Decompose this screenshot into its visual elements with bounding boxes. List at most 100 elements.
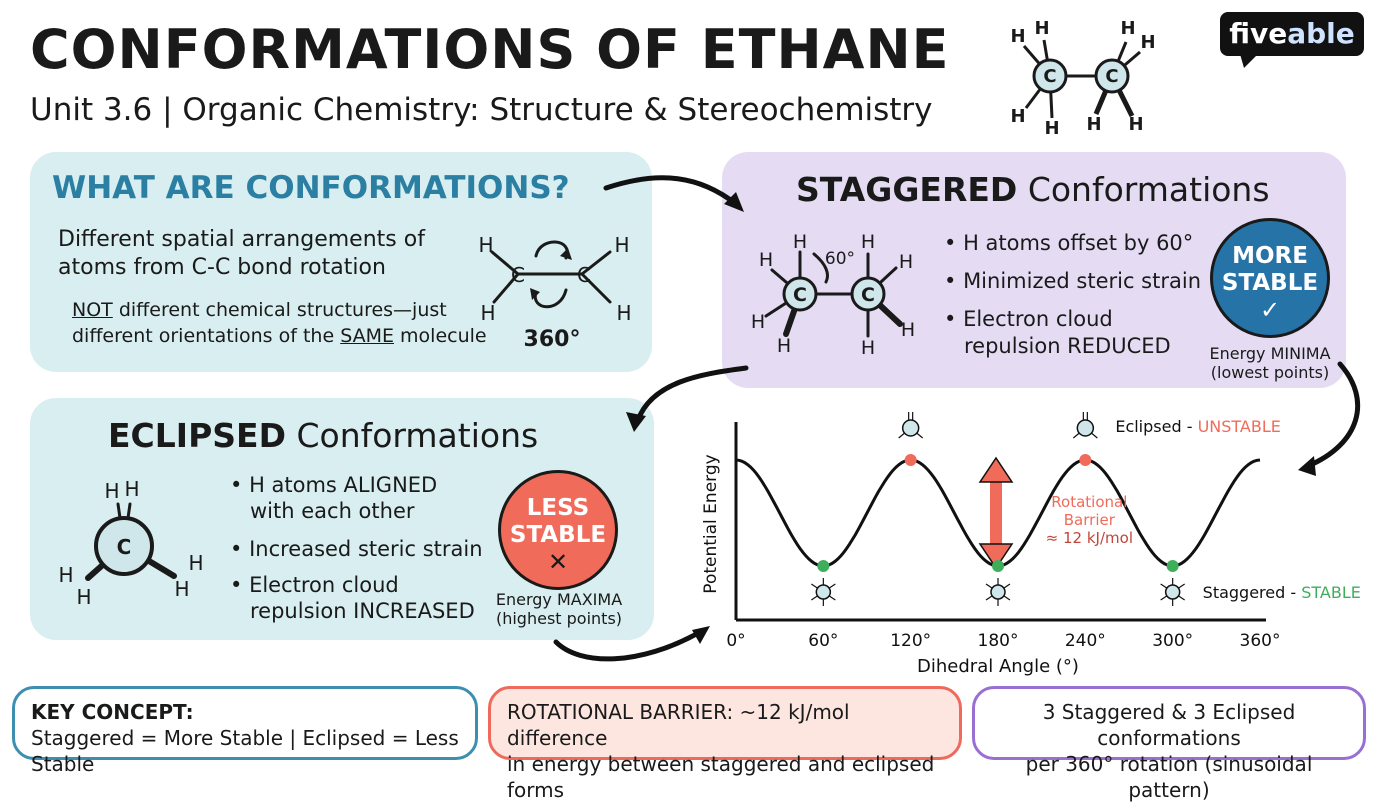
newman-part xyxy=(1178,595,1185,601)
hydrogen-label: H xyxy=(751,311,765,333)
key-concept-box: KEY CONCEPT: Staggered = More Stable | E… xyxy=(12,686,478,776)
energy-line: Energy MINIMA xyxy=(1209,344,1331,363)
bullet-text: H atoms ALIGNED xyxy=(249,473,438,497)
eclipsed-bullet: • Increased steric strain xyxy=(230,537,483,561)
label-part: STABLE xyxy=(1301,583,1361,602)
newman-part xyxy=(990,584,1006,600)
eclipsed-heading-bold: ECLIPSED xyxy=(108,416,286,455)
badge-line: LESS xyxy=(526,495,590,521)
page-title: CONFORMATIONS OF ETHANE xyxy=(30,18,950,81)
staggered-stable-label: Staggered - STABLE xyxy=(1203,583,1361,602)
badge-line: STABLE xyxy=(1221,270,1319,296)
eclipsed-bullet: • H atoms ALIGNED xyxy=(230,473,438,497)
hydrogen-label: H xyxy=(861,337,875,359)
barrier-label: Rotational xyxy=(1051,493,1127,511)
what-heading: WHAT ARE CONFORMATIONS? xyxy=(52,170,570,206)
newman-part xyxy=(1090,432,1098,439)
energy-maximum-point xyxy=(904,454,917,466)
x-tick-label: 360° xyxy=(1240,631,1281,651)
note-text: molecule xyxy=(394,325,487,347)
energy-minimum-point xyxy=(992,560,1004,572)
label-part: Staggered - xyxy=(1203,583,1302,602)
staggered-bullet: • Electron cloud xyxy=(944,307,1113,331)
count-text: per 360° rotation (sinusoidal pattern) xyxy=(1025,752,1313,802)
newman-part xyxy=(829,583,836,589)
hydrogen-label: H xyxy=(124,477,139,501)
barrier-text: in energy between staggered and eclipsed… xyxy=(507,752,935,802)
cross-icon: ✕ xyxy=(547,548,569,576)
carbon-label: C xyxy=(511,263,525,287)
x-tick-label: 300° xyxy=(1152,631,1193,651)
what-line-1: Different spatial arrangements of xyxy=(58,227,425,252)
staggered-bullet: • H atoms offset by 60° xyxy=(944,231,1194,255)
eclipsed-heading-rest: Conformations xyxy=(285,416,539,455)
energy-minimum-point xyxy=(1166,560,1179,572)
newman-part xyxy=(811,595,818,601)
fiveable-logo[interactable]: fiveable xyxy=(1220,12,1364,56)
hydrogen-label: H xyxy=(861,231,875,253)
newman-part xyxy=(898,432,906,439)
rotation-angle-label: 360° xyxy=(524,327,581,352)
staggered-heading-bold: STAGGERED xyxy=(796,170,1018,209)
newman-part xyxy=(901,419,920,437)
energy-maxima-label: Energy MAXIMA (highest points) xyxy=(484,590,634,628)
energy-diagram-chart: 0°60°120°180°240°300°360°Dihedral Angle … xyxy=(701,412,1361,677)
what-line-2: atoms from C-C bond rotation xyxy=(58,255,386,280)
staggered-molecule-icon: C C H H H H H H H H 60° xyxy=(751,231,915,359)
hydrogen-label: H xyxy=(793,231,807,253)
eclipsed-newman-icon xyxy=(1072,412,1098,439)
hydrogen-label: H xyxy=(1034,18,1049,39)
hydrogen-label: H xyxy=(478,233,493,257)
newman-part xyxy=(829,595,836,601)
newman-part xyxy=(916,432,924,439)
eclipsed-heading: ECLIPSED Conformations xyxy=(108,416,538,455)
conformation-count-box: 3 Staggered & 3 Eclipsed conformations p… xyxy=(972,686,1366,802)
hydrogen-label: H xyxy=(759,249,773,271)
bullet-text: Minimized steric strain xyxy=(963,269,1202,293)
eclipsed-bullet-cont: repulsion INCREASED xyxy=(250,599,475,623)
x-tick-label: 180° xyxy=(978,631,1019,651)
less-stable-badge: LESS STABLE ✕ xyxy=(498,470,618,590)
x-tick-label: 0° xyxy=(726,631,745,651)
newman-part xyxy=(1164,584,1181,600)
eclipsed-molecule-icon: C H H H H H H xyxy=(58,477,203,609)
eclipsed-bullet-cont: with each other xyxy=(250,499,415,523)
newman-part xyxy=(1178,583,1185,589)
same-emphasis: SAME xyxy=(340,325,394,347)
newman-part xyxy=(1003,595,1011,601)
bullet-text: H atoms offset by 60° xyxy=(963,231,1194,255)
newman-part xyxy=(815,584,832,600)
hydrogen-label: H xyxy=(480,301,495,325)
newman-part xyxy=(985,595,993,601)
note-text: different orientations of the xyxy=(72,325,341,347)
staggered-bullet-cont: repulsion REDUCED xyxy=(964,334,1171,358)
label-part: Eclipsed - xyxy=(1115,417,1197,436)
what-note-line-1: NOT different chemical structures—just xyxy=(72,298,447,322)
barrier-arrow-down-icon xyxy=(978,543,1014,570)
newman-part xyxy=(1003,583,1011,589)
what-are-conformations-panel xyxy=(30,152,652,372)
staggered-newman-icon xyxy=(811,578,836,606)
hydrogen-label: H xyxy=(58,563,73,587)
newman-part xyxy=(1160,595,1167,601)
bullet-text: Increased steric strain xyxy=(249,537,483,561)
carbon-label: C xyxy=(793,284,807,306)
eclipsed-bullet: • Electron cloud xyxy=(230,573,399,597)
carbon-label: C xyxy=(117,535,132,559)
hydrogen-label: H xyxy=(1010,106,1025,127)
energy-maximum-point xyxy=(1079,454,1092,466)
carbon-label: C xyxy=(1105,66,1118,87)
hydrogen-label: H xyxy=(777,335,791,357)
carbon-label: C xyxy=(577,263,591,287)
key-concept-text: Staggered = More Stable | Eclipsed = Les… xyxy=(31,726,459,776)
page-subtitle: Unit 3.6 | Organic Chemistry: Structure … xyxy=(30,92,933,128)
hydrogen-label: H xyxy=(614,233,629,257)
badge-line: MORE xyxy=(1232,243,1308,269)
hydrogen-label: H xyxy=(1044,118,1059,139)
barrier-label: Barrier xyxy=(1064,511,1116,529)
energy-minimum-point xyxy=(817,560,830,572)
newman-part xyxy=(1072,432,1080,439)
staggered-bullet: • Minimized steric strain xyxy=(944,269,1202,293)
more-stable-badge: MORE STABLE ✓ xyxy=(1210,218,1330,338)
hydrogen-label: H xyxy=(1140,32,1155,53)
